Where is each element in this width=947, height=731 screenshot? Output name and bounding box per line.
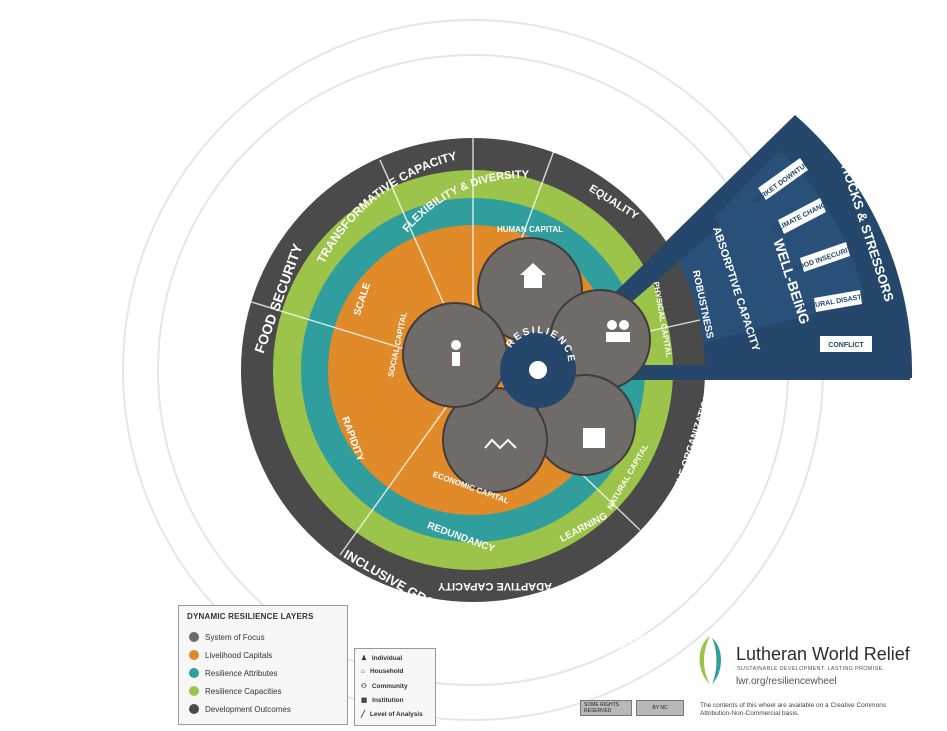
level-of-analysis-icon: ╱ (361, 711, 365, 718)
level-of-analysis-key: ♟ Individual ⌂ Household ⚇ Community ▦ Insti… (354, 648, 436, 726)
legend-label: Development Outcomes (205, 704, 291, 714)
swatch-icon (189, 668, 199, 678)
level-of-analysis-icon (484, 438, 517, 450)
community-icon: ⚇ (361, 683, 367, 690)
brand-url-link[interactable]: lwr.org/resiliencewheel (736, 676, 837, 687)
level-label: Community (371, 682, 408, 690)
swatch-icon (189, 650, 199, 660)
level-item: ▦ Institution (361, 696, 404, 705)
license-badges: SOME RIGHTS RESERVED BY NC (580, 700, 684, 716)
level-label: Household (369, 668, 404, 675)
legend-item-system-of-focus: System of Focus (189, 632, 265, 642)
stress-band-lower (560, 365, 910, 380)
household-icon (520, 263, 546, 288)
dynamic-layers-legend: DYNAMIC RESILIENCE LAYERS System of Focu… (178, 605, 348, 725)
lwr-brand: Lutheran World Relief SUSTAINABLE DEVELO… (688, 632, 938, 692)
legend-title: DYNAMIC RESILIENCE LAYERS (187, 612, 314, 621)
institution-icon: ▦ (361, 697, 368, 704)
capital-human: HUMAN CAPITAL (497, 225, 563, 234)
legend-item-development-outcomes: Development Outcomes (189, 704, 291, 714)
household-icon: ⌂ (361, 668, 365, 675)
level-item: ♟ Individual (361, 654, 403, 663)
legend-item-resilience-attributes: Resilience Attributes (189, 668, 277, 678)
stressor-arrows (758, 158, 872, 352)
cc-some-rights-badge[interactable]: SOME RIGHTS RESERVED (580, 700, 632, 716)
level-label: Institution (372, 696, 404, 704)
capacity-adaptive: ADAPTIVE CAPACITY (437, 580, 552, 592)
swatch-icon (189, 632, 199, 642)
individual-icon: ♟ (361, 655, 367, 662)
system-of-focus-petals (402, 237, 651, 493)
resilience-core-dot (529, 361, 547, 379)
level-item: ╱ Level of Analysis (361, 710, 423, 719)
community-icon (606, 320, 630, 342)
brand-name: Lutheran World Relief (736, 644, 910, 664)
swatch-icon (189, 686, 199, 696)
level-label: Individual (371, 654, 403, 662)
license-note: The contents of this wheel are available… (700, 702, 887, 717)
legend-label: System of Focus (205, 632, 265, 642)
petal-icons (451, 263, 630, 450)
level-item: ⌂ Household (361, 668, 404, 675)
legend-item-resilience-capacities: Resilience Capacities (189, 686, 281, 696)
level-item: ⚇ Community (361, 682, 408, 691)
lwr-logo-icon (699, 636, 721, 684)
legend-label: Resilience Capacities (205, 686, 282, 696)
cc-by-nc-badge[interactable]: BY NC (636, 700, 684, 716)
brand-tagline: SUSTAINABLE DEVELOPMENT. LASTING PROMISE… (737, 666, 885, 672)
stressor-conflict: CONFLICT (828, 342, 864, 349)
individual-icon (451, 340, 461, 366)
institution-icon (583, 428, 605, 448)
level-label: Level of Analysis (369, 710, 423, 718)
outcome-quality-of-life: QUALITY OF LIFE (474, 97, 607, 123)
swatch-icon (189, 704, 199, 714)
legend-label: Resilience Attributes (205, 668, 278, 678)
legend-item-livelihood-capitals: Livelihood Capitals (189, 650, 272, 660)
legend-label: Livelihood Capitals (205, 650, 273, 660)
